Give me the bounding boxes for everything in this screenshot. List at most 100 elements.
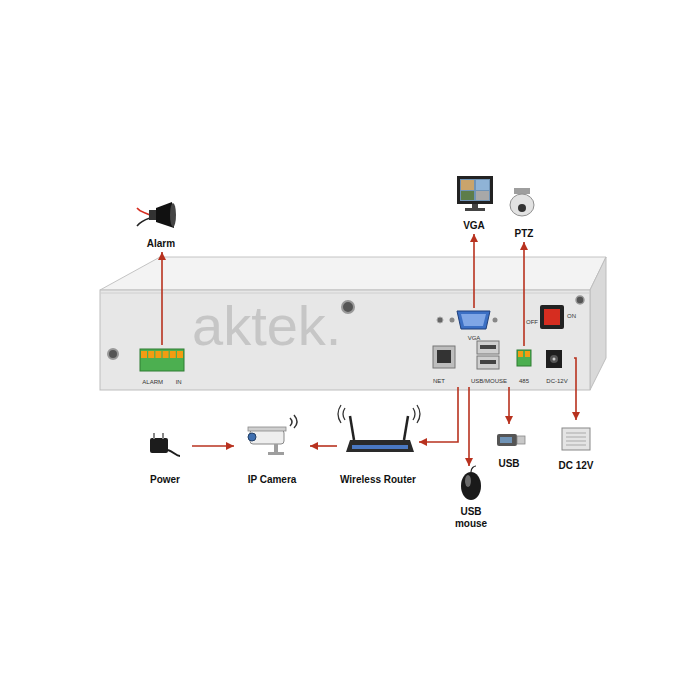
ptz-mount: [514, 188, 530, 194]
device-label: Alarm: [147, 238, 175, 250]
housing-side: [590, 257, 606, 390]
connector-arrow: [508, 387, 510, 424]
connector-arrow: [473, 234, 475, 308]
siren-wire: [137, 218, 150, 226]
supply-vent: [566, 433, 586, 434]
ptz-device: PTZ: [502, 186, 546, 242]
camera-device: IP Camera: [234, 414, 310, 488]
port-label: 485: [519, 378, 529, 385]
dc-jack: [546, 350, 562, 368]
screw: [437, 317, 443, 323]
port-label: VGA: [468, 335, 481, 342]
device-label: USB mouse: [446, 506, 496, 530]
router-antenna: [350, 416, 354, 440]
connector-arrow: [468, 387, 470, 466]
device-label: IP Camera: [248, 474, 297, 486]
power-device: Power: [138, 430, 192, 488]
monitor: [457, 176, 493, 204]
supply-vent: [566, 437, 586, 438]
switch-label: OFF: [526, 319, 538, 326]
terminal-screw: [148, 351, 154, 358]
port-label: DC-12V: [546, 378, 567, 385]
camera-base: [268, 452, 284, 455]
device-label: Wireless Router: [340, 474, 416, 486]
dc-jack-hole: [550, 355, 558, 363]
mouse: [461, 472, 481, 500]
dc-jack-pin: [553, 358, 556, 361]
siren-body: [149, 210, 157, 220]
dc-port: DC-12V: [540, 346, 574, 387]
monitor-stand: [472, 204, 478, 208]
power-supply-device: DC 12V: [552, 420, 600, 474]
usb-port: [477, 356, 499, 369]
terminal-screw: [170, 351, 176, 358]
wifi-signal: [290, 418, 292, 426]
mouse-highlight: [465, 475, 471, 487]
router-antenna: [404, 416, 408, 440]
wifi-signal: [294, 415, 297, 428]
terminal-screw: [163, 351, 169, 358]
mouse-device: USB mouse: [446, 466, 496, 532]
port-label: ALARM: [142, 379, 163, 386]
usb-port: USB/MOUSE: [466, 338, 512, 387]
connector-arrow: [419, 387, 458, 442]
usb-plug: [517, 436, 525, 444]
device-label: PTZ: [515, 228, 534, 240]
connector-arrow: [574, 358, 576, 420]
port-screw: [450, 318, 455, 323]
device-label: DC 12V: [558, 460, 593, 472]
usb-label: [500, 437, 512, 443]
screw: [342, 301, 354, 313]
wifi-signal: [413, 408, 415, 420]
usb-device: USB: [489, 424, 529, 472]
port-label: NET: [433, 378, 445, 385]
monitor-tile: [476, 180, 489, 190]
wifi-signal: [417, 405, 420, 423]
wifi-signal: [338, 405, 341, 423]
device-label: VGA: [463, 220, 485, 232]
router-body: [346, 440, 414, 452]
terminal-block: [140, 349, 184, 371]
port-label: IN: [176, 379, 182, 386]
housing-back: [100, 290, 590, 390]
connector-arrow: [310, 445, 337, 447]
adapter-cord: [168, 450, 180, 456]
terminal-screw: [155, 351, 161, 358]
port-screw: [493, 318, 498, 323]
camera-hood: [248, 427, 286, 431]
terminal-screw: [177, 351, 183, 358]
camera-lens: [248, 433, 256, 441]
camera-mount: [274, 444, 278, 452]
rs485-terminal: [517, 350, 531, 366]
ptz-lens: [518, 204, 526, 212]
alarm-port: ALARM IN: [136, 345, 188, 388]
adapter-body: [150, 438, 168, 453]
power-switch: [540, 305, 564, 329]
terminal-screw: [141, 351, 147, 358]
net-port: NET: [430, 343, 462, 387]
net-socket: [437, 350, 451, 363]
adapter-prong: [162, 433, 164, 439]
connector-arrow: [192, 445, 234, 447]
port-label: USB/MOUSE: [471, 378, 507, 385]
switch-label: ON: [567, 313, 576, 320]
adapter-prong: [153, 433, 155, 439]
net-port: [433, 346, 455, 368]
device-label: USB: [498, 458, 519, 470]
screw: [576, 296, 584, 304]
ptz-dome: [510, 194, 534, 216]
usb-slot: [480, 345, 496, 349]
mouse-cord: [471, 466, 476, 472]
switch-rocker: [544, 309, 560, 325]
connector-arrow: [161, 252, 163, 345]
siren-wire: [137, 208, 150, 215]
monitor-base: [465, 208, 485, 211]
vga-port: [457, 311, 490, 329]
supply-vent: [566, 445, 586, 446]
connector-arrow: [523, 242, 525, 346]
monitor-tile: [461, 180, 474, 190]
housing-edge: [100, 293, 590, 294]
